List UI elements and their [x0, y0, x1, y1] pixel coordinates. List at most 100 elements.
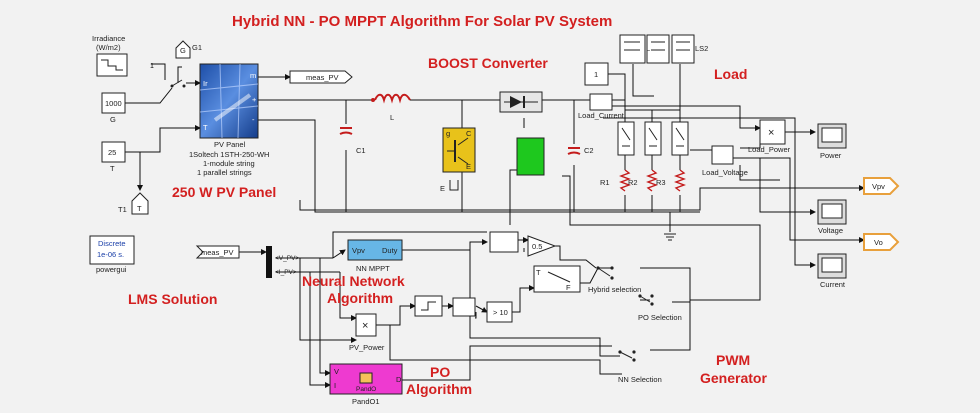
diode-block[interactable]: [499, 91, 543, 113]
i-pv-signal: <I_PV>: [275, 269, 297, 276]
po-annotation-line1: PO: [430, 364, 450, 380]
pv-power-product[interactable]: [355, 313, 377, 337]
po-selection-label: PO Selection: [638, 313, 682, 322]
powergui-line1: Discrete: [98, 239, 126, 248]
load-voltage-sensor[interactable]: [711, 145, 734, 165]
wires: [124, 63, 865, 388]
power-scope[interactable]: [817, 123, 847, 149]
po-selection-switch[interactable]: [638, 294, 654, 306]
breaker-3[interactable]: [671, 121, 689, 156]
pwm-green-block[interactable]: [516, 137, 545, 176]
ls2-block[interactable]: [671, 34, 695, 64]
pwm-annotation-line1: PWM: [716, 352, 750, 368]
r2-label: R2: [628, 178, 638, 187]
load-power-label: Load_Power: [748, 145, 791, 154]
ls-mid-block[interactable]: [646, 34, 670, 64]
load-power-mult: ×: [768, 127, 774, 139]
meas-pv-from-label: meas_PV: [201, 248, 234, 257]
capacitor-c2[interactable]: [567, 147, 581, 155]
vpv-outport[interactable]: [863, 177, 900, 195]
pv-port-m: m: [250, 71, 256, 80]
red-annotations: Hybrid NN - PO MPPT Algorithm For Solar …: [128, 13, 767, 397]
t-value: 25: [108, 148, 116, 157]
load-voltage-label: Load_Voltage: [702, 168, 748, 177]
pv-port-ir: Ir: [203, 79, 208, 88]
t1-goto-block[interactable]: [131, 192, 149, 215]
t-constant-block[interactable]: [101, 141, 126, 163]
constant-1-block[interactable]: [584, 62, 609, 86]
bus-selector[interactable]: [266, 246, 272, 278]
switch-t-label: T: [536, 268, 541, 277]
pwm-annotation-line2: Generator: [700, 370, 767, 386]
ls1-block[interactable]: [619, 34, 646, 64]
pando-d-port: D: [396, 375, 402, 384]
breaker-1[interactable]: [617, 121, 635, 156]
nn-product-block[interactable]: [489, 231, 519, 253]
load-current-sensor[interactable]: [589, 93, 613, 111]
relay-block[interactable]: [414, 295, 443, 317]
pv-panel-block[interactable]: [199, 63, 259, 139]
g-value: 1000: [105, 99, 122, 108]
pv-port-plus: +: [252, 95, 257, 104]
load-current-label: Load_Current: [578, 111, 625, 120]
resistor-r3[interactable]: [674, 169, 686, 192]
nn-duty-port: Duty: [382, 246, 398, 255]
hybrid-selection-label: Hybrid selection: [588, 285, 641, 294]
po-annotation-line2: Algorithm: [406, 381, 472, 397]
meas-pv-goto[interactable]: [289, 70, 353, 84]
vo-out-label: Vo: [874, 238, 883, 247]
pando-block[interactable]: [329, 363, 403, 395]
switch-f-label: F: [566, 283, 571, 292]
gain-block[interactable]: [527, 235, 557, 257]
igbt-block[interactable]: [442, 127, 476, 173]
inductor-label: L: [390, 113, 394, 122]
hybrid-selection-switch[interactable]: [596, 266, 614, 280]
boost-converter-annotation: BOOST Converter: [428, 55, 548, 71]
nn-selection-switch[interactable]: [618, 350, 636, 362]
compare-block[interactable]: [486, 301, 513, 323]
pv-panel-annotation: 250 W PV Panel: [172, 184, 276, 200]
power-scope-label: Power: [820, 151, 842, 160]
r1-label: R1: [600, 178, 610, 187]
meas-pv-from[interactable]: [195, 245, 240, 259]
irradiance-label: Irradiance: [92, 34, 125, 43]
resistor-r1[interactable]: [619, 169, 631, 192]
irradiance-unit: (W/m2): [96, 43, 121, 52]
resistor-r2[interactable]: [646, 169, 658, 192]
compare-value: > 10: [493, 308, 508, 317]
r3-label: R3: [656, 178, 666, 187]
pv-port-t: T: [203, 123, 208, 132]
irradiance-block[interactable]: 1: [96, 53, 154, 77]
capacitor-c1[interactable]: [339, 127, 353, 135]
pv-port-minus: -: [252, 115, 255, 124]
pv-title: PV Panel: [214, 140, 246, 149]
breaker-2[interactable]: [644, 121, 662, 156]
powergui-block[interactable]: [89, 235, 135, 265]
pando-i-port: I: [334, 381, 336, 390]
g1-label: G1: [192, 43, 202, 52]
pando-v-port: V: [334, 367, 339, 376]
current-scope[interactable]: [817, 253, 847, 279]
vo-outport[interactable]: [863, 233, 900, 251]
g-label: G: [110, 115, 116, 124]
inductor-l[interactable]: [371, 93, 411, 104]
voltage-scope[interactable]: [817, 199, 847, 225]
po-sum-block[interactable]: [452, 297, 476, 317]
igbt-c: C: [466, 129, 472, 138]
g1-goto-block[interactable]: [175, 40, 191, 59]
current-scope-label: Current: [820, 280, 846, 289]
powergui-label: powergui: [96, 265, 127, 274]
nn-mppt-block[interactable]: [347, 239, 403, 261]
nn-vpv-port: Vpv: [352, 246, 365, 255]
load-power-product[interactable]: [759, 119, 786, 145]
t-label: T: [110, 164, 115, 173]
igbt-e-label: E: [440, 184, 445, 193]
nn-mppt-label: NN MPPT: [356, 264, 390, 273]
ground-icon: [664, 233, 676, 241]
switch-tf-block[interactable]: [533, 265, 581, 293]
g-switch[interactable]: [170, 79, 186, 88]
voltage-scope-label: Voltage: [818, 226, 843, 235]
g-constant-block[interactable]: [101, 92, 126, 114]
pando-instance-label: PandO1: [352, 397, 380, 406]
